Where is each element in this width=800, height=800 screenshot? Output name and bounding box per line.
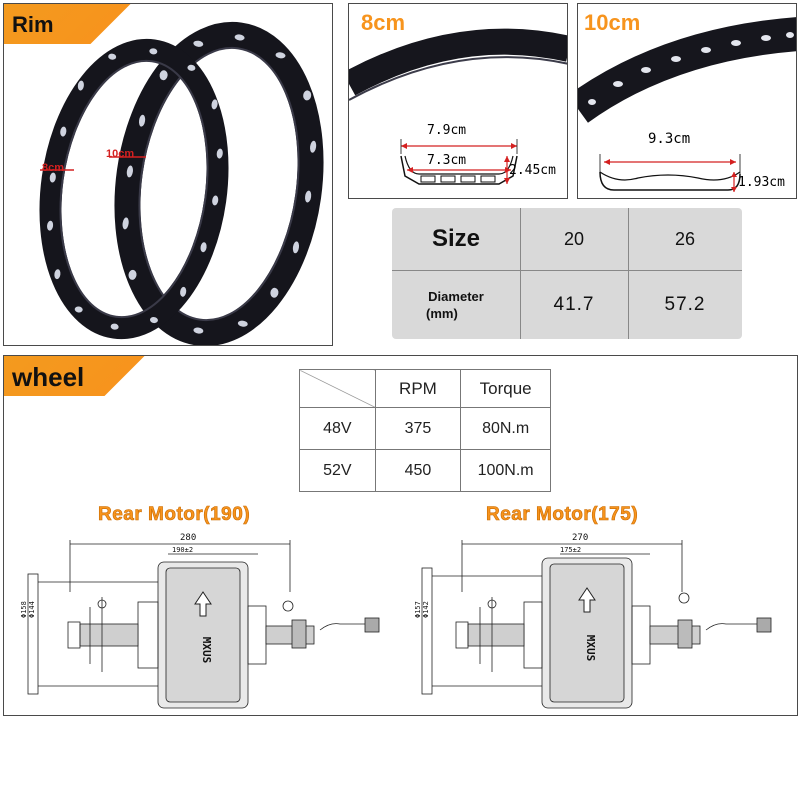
rim-8cm-outer-width: 7.9cm: [427, 123, 467, 138]
rim-10cm-drawing: [578, 17, 796, 192]
motor-190-drawing: MXUS 280 190±2 Φ158 Φ144: [20, 533, 380, 709]
rim-8cm-panel: 8cm 7.9cm 7.3cm 2.45cm: [348, 3, 568, 199]
wheel-section-tag: wheel: [4, 356, 164, 396]
voltage-cell: 52V: [299, 449, 376, 492]
rim-10cm-panel: 10cm 9.3cm 1.93cm: [577, 3, 797, 199]
motor-175-inner: 175±2: [560, 546, 581, 554]
motor-190-inner-diameter: Φ144: [28, 601, 36, 618]
diameter-value-26: 57.2: [664, 293, 706, 315]
rpm-header: RPM: [374, 369, 462, 408]
table-corner: [299, 369, 376, 408]
motor-175-brand: MXUS: [584, 635, 597, 662]
motor-175-outer-diameter: Φ157: [414, 601, 422, 618]
rim-10cm-height: 1.93cm: [738, 175, 785, 190]
voltage-cell: 48V: [299, 407, 376, 450]
size-value-20: 20: [563, 228, 585, 249]
motor-175-title: Rear Motor(175): [486, 504, 639, 526]
rim-10cm-title: 10cm: [584, 10, 641, 35]
rpm-cell: 375: [374, 407, 462, 450]
diameter-value-20: 41.7: [553, 293, 595, 315]
diameter-unit: (mm): [426, 305, 458, 321]
rim-10cm-width: 9.3cm: [648, 131, 691, 147]
table-divider: [520, 208, 521, 339]
rpm-cell: 450: [374, 449, 462, 492]
table-row: 48V 375 80N.m: [299, 407, 551, 450]
motor-190-overall: 280: [180, 533, 196, 543]
rims-photo: [39, 21, 324, 345]
size-diameter-table: Size 20 26 Diameter (mm) 41.7 57.2: [392, 208, 742, 339]
rim-panel: Rim: [3, 3, 333, 346]
motor-175-overall: 270: [572, 533, 588, 543]
size-row-label: Size: [431, 225, 481, 252]
narrow-rim-label: 8cm: [42, 162, 65, 174]
table-divider: [392, 270, 742, 271]
rim-8cm-title: 8cm: [361, 10, 406, 35]
rim-8cm-height: 2.45cm: [509, 163, 556, 178]
diameter-label: Diameter: [428, 288, 484, 304]
wide-rim-label: 10cm: [106, 148, 135, 160]
torque-cell: 80N.m: [460, 407, 551, 450]
diameter-row-label: Diameter (mm): [392, 270, 520, 339]
motor-175-drawing: MXUS 270 175±2 Φ157 Φ142: [414, 533, 772, 709]
motor-spec-table: RPM Torque 48V 375 80N.m 52V 450 100N.m: [299, 369, 551, 492]
table-divider: [628, 208, 629, 339]
torque-header: Torque: [460, 369, 551, 408]
motor-190-brand: MXUS: [200, 637, 213, 664]
motor-190-outer-diameter: Φ158: [20, 601, 28, 618]
size-value-26: 26: [674, 228, 696, 249]
motor-190-inner: 190±2: [172, 546, 193, 554]
rim-8cm-drawing: [349, 28, 567, 185]
table-row: 52V 450 100N.m: [299, 449, 551, 492]
torque-cell: 100N.m: [460, 449, 551, 492]
motor-190-title: Rear Motor(190): [98, 504, 251, 526]
rim-8cm-inner-width: 7.3cm: [427, 153, 467, 168]
rim-section-tag: Rim: [4, 4, 144, 44]
motor-175-inner-diameter: Φ142: [422, 601, 430, 618]
